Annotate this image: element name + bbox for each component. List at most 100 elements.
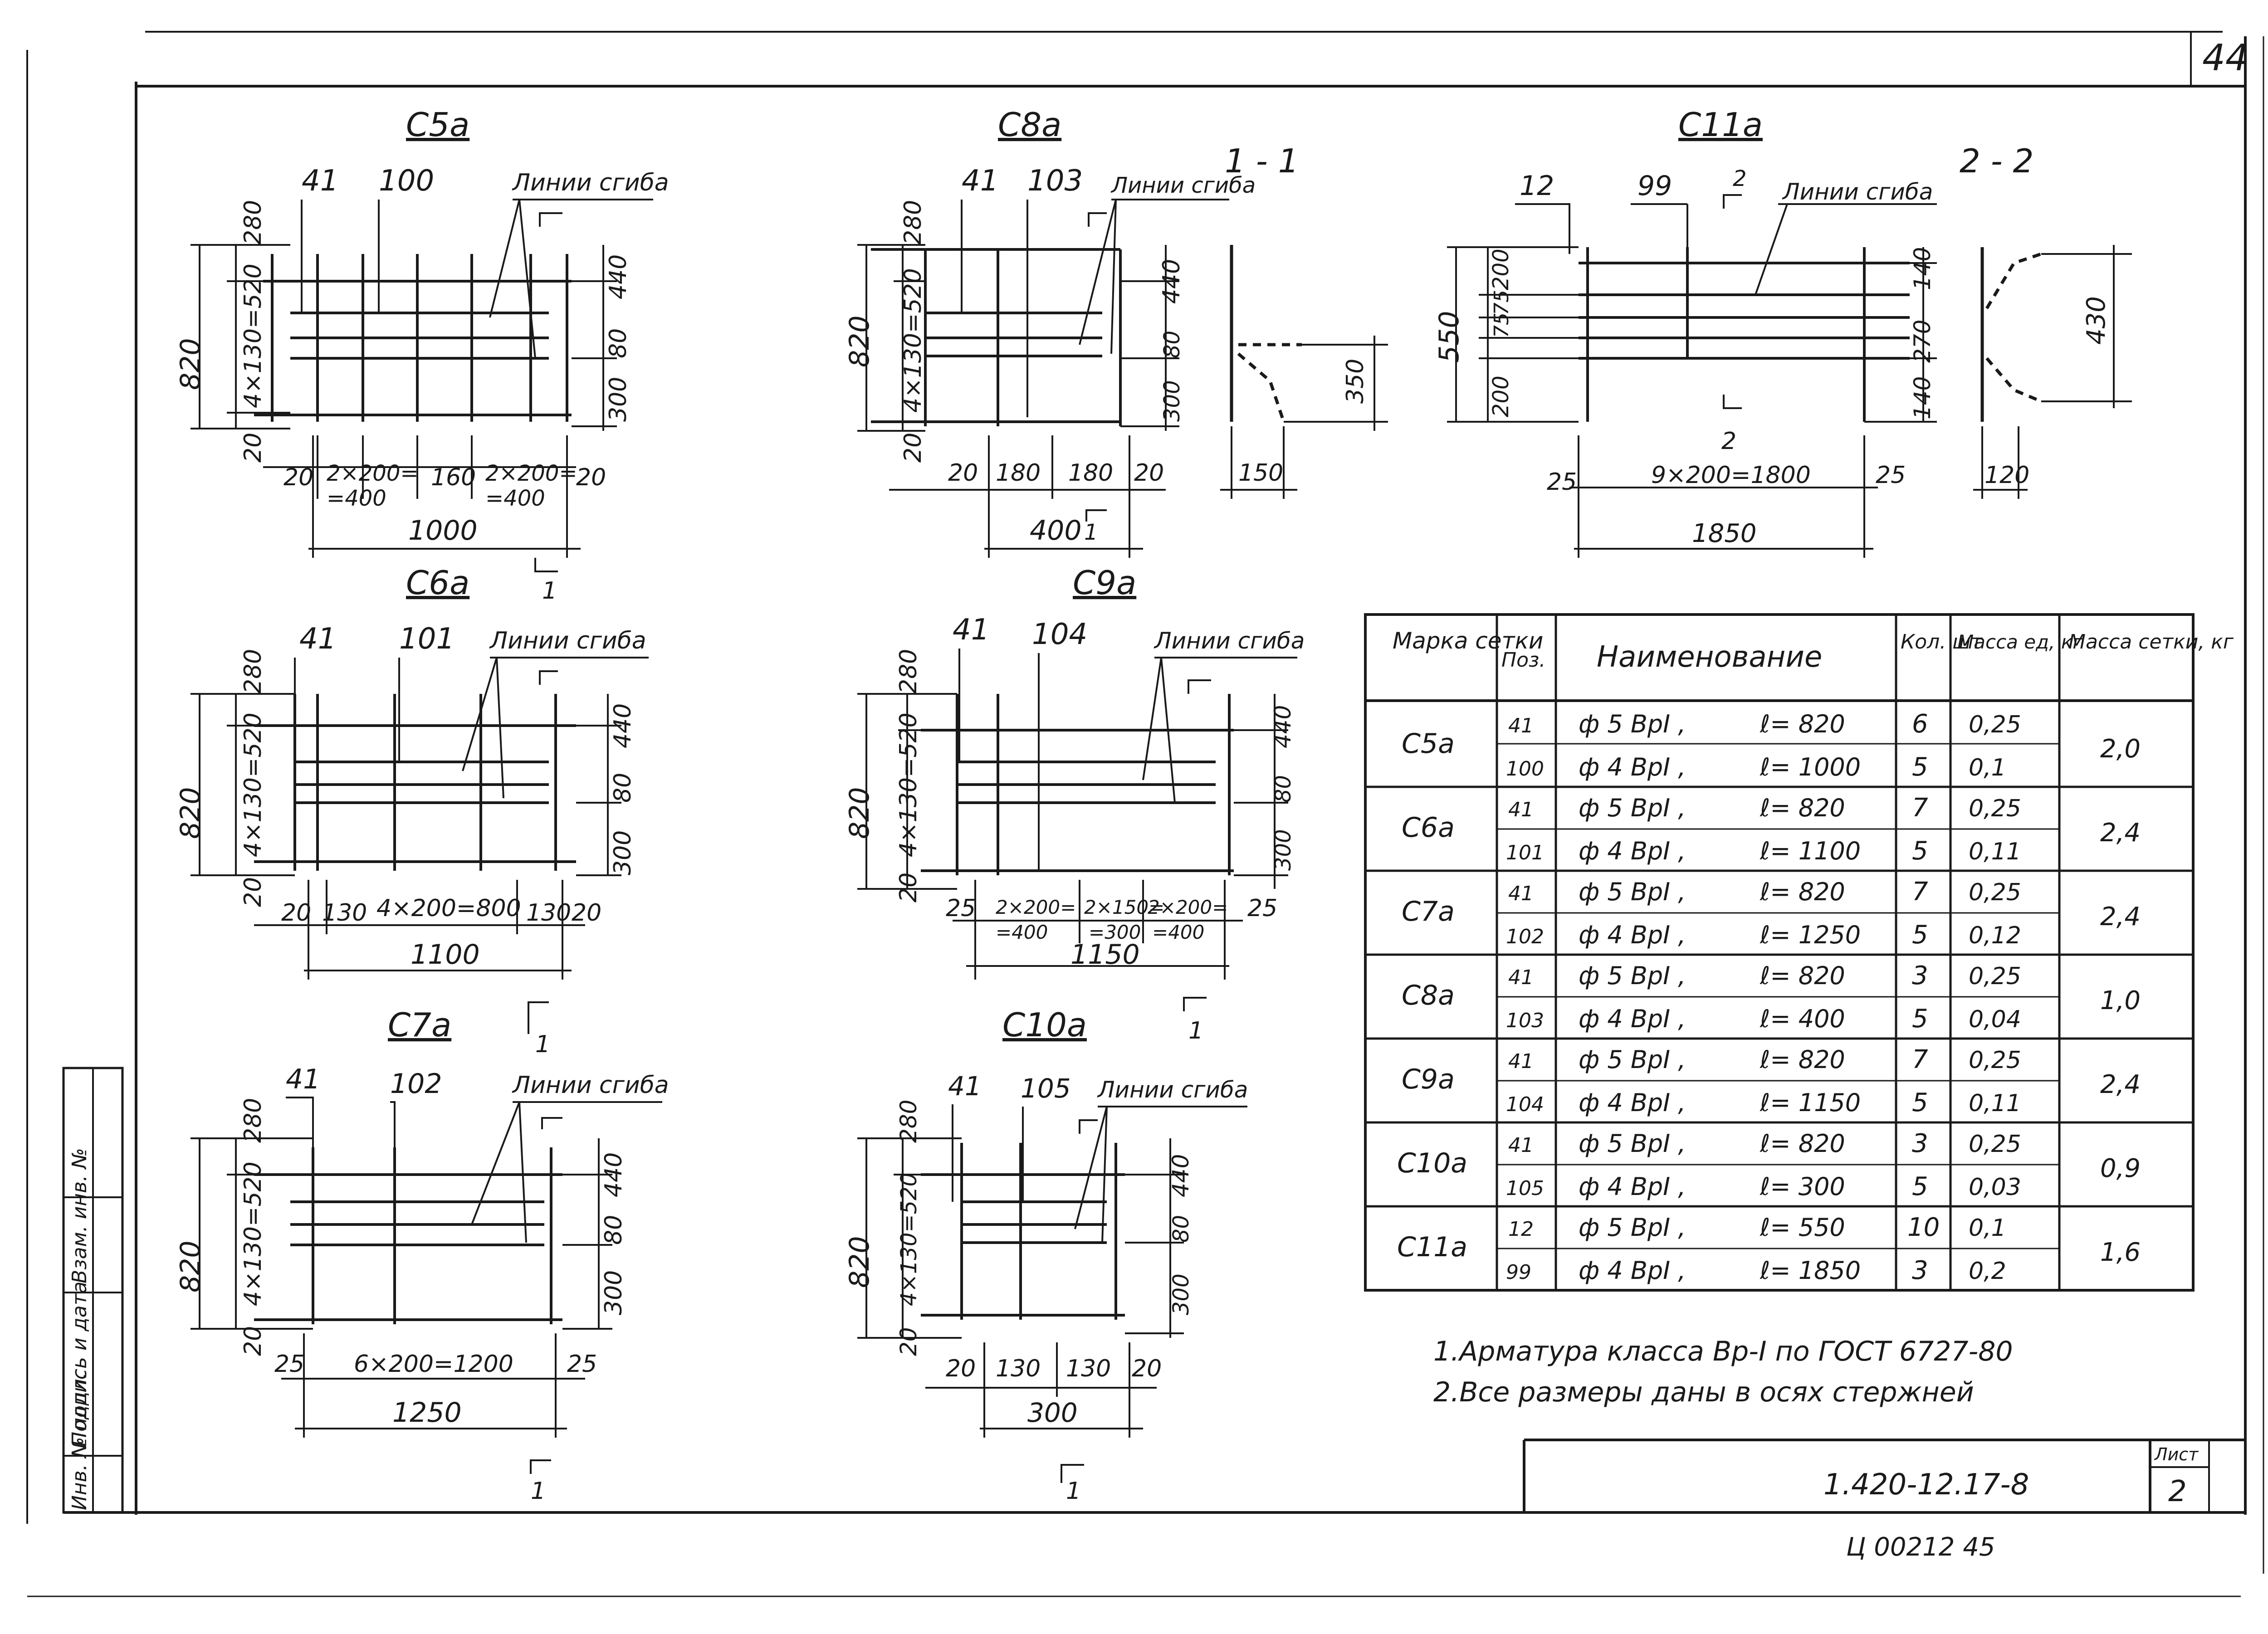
cell-length: ℓ= 1150 xyxy=(1760,1088,1861,1117)
cell-unit-mass: 0,1 xyxy=(1969,754,2006,781)
cell-name: ф 4 ВрI , xyxy=(1579,753,1686,781)
dim-right-2: 270 xyxy=(1909,320,1936,363)
dim-top: 280 xyxy=(895,1100,922,1143)
dim-x: 20 xyxy=(1134,459,1164,487)
side-stamp: Инв. № подл. Подпись и дата Взам. инв. № xyxy=(62,1067,124,1514)
dim-x: 25 xyxy=(1876,462,1906,489)
specification-table: Марка сетки Поз. Наименование Кол. шт Ма… xyxy=(1364,613,2234,1292)
dim-x: =400 xyxy=(1152,921,1204,943)
dim-x: 130 xyxy=(526,899,571,927)
note-1: 1.Арматура класса Вр-I по ГОСТ 6727-80 xyxy=(1433,1336,2013,1367)
cut-mark: 1 xyxy=(1066,1478,1081,1505)
cell-mark: С11а xyxy=(1397,1231,1467,1263)
dim-x: =300 xyxy=(1089,921,1141,943)
dim-x: 20 xyxy=(281,899,311,927)
cut-mark: 2 xyxy=(1721,428,1736,455)
dim-top: 280 xyxy=(240,200,267,245)
dim-bottom: 20 xyxy=(240,433,267,463)
mesh-c6a: С6а 41 101 Линии сгиба xyxy=(175,564,649,1058)
section-2-2: 2 - 2 430 120 xyxy=(1960,142,2132,499)
cell-qty: 7 xyxy=(1912,793,1928,823)
mesh-length: 1250 xyxy=(392,1397,462,1429)
dim-total: 820 xyxy=(844,315,875,367)
table-group: С7а 2,4 41 ф 5 ВрI , ℓ= 820 7 0,25 102 ф… xyxy=(1402,877,2141,950)
dim-left: 200 xyxy=(1488,376,1514,417)
dim-right-2: 80 xyxy=(1159,331,1185,358)
position-label: 104 xyxy=(1032,618,1087,651)
dim-left: 200 xyxy=(1488,249,1514,290)
cell-unit-mass: 0,2 xyxy=(1969,1258,2006,1285)
dim-total: 550 xyxy=(1433,311,1465,363)
mesh-length: 300 xyxy=(1027,1397,1078,1428)
cell-name: ф 4 ВрI , xyxy=(1579,1256,1686,1285)
stamp-sign-label: Подпись и дата xyxy=(68,1282,91,1447)
dim-x: 20 xyxy=(576,464,606,491)
position-label: 41 xyxy=(962,164,998,198)
cell-name: ф 5 ВрI , xyxy=(1579,1129,1686,1158)
dim-right-1: 440 xyxy=(605,254,632,299)
cell-unit-mass: 0,25 xyxy=(1969,1047,2021,1074)
cell-name: ф 5 ВрI , xyxy=(1579,1213,1686,1242)
cell-unit-mass: 0,25 xyxy=(1969,1131,2021,1158)
note-2: 2.Все размеры даны в осях стержней xyxy=(1433,1376,1974,1408)
cell-pos: 99 xyxy=(1506,1261,1531,1284)
bend-lines-label: Линии сгиба xyxy=(512,1072,669,1099)
cell-pos: 103 xyxy=(1506,1009,1544,1032)
cut-mark: 1 xyxy=(1188,1017,1203,1044)
cell-mark: С7а xyxy=(1402,896,1455,927)
cell-unit-mass: 0,11 xyxy=(1969,1090,2021,1117)
dim-right-3: 300 xyxy=(1271,829,1296,871)
mesh-title: С10а xyxy=(1002,1006,1087,1044)
cut-mark: 1 xyxy=(542,577,557,605)
cell-name: ф 4 ВрI , xyxy=(1579,921,1686,949)
dim-x: 180 xyxy=(996,459,1041,487)
section-title: 2 - 2 xyxy=(1960,142,2033,180)
dim-x: 2×200= xyxy=(485,461,577,486)
position-label: 103 xyxy=(1027,164,1083,198)
cell-qty: 5 xyxy=(1912,1088,1928,1117)
stamp-replace-label: Взам. инв. № xyxy=(68,1148,91,1283)
dim-x: 25 xyxy=(1247,895,1277,922)
dim-top: 280 xyxy=(899,200,927,245)
cell-mark: С6а xyxy=(1402,812,1455,844)
position-label: 41 xyxy=(302,164,338,198)
mesh-title: С6а xyxy=(406,564,469,602)
cell-pos: 41 xyxy=(1508,966,1534,989)
dim-right-2: 80 xyxy=(1271,775,1296,803)
mesh-title: С11а xyxy=(1678,106,1763,144)
dim-total: 820 xyxy=(175,338,206,390)
dim-total: 820 xyxy=(175,1240,206,1293)
bend-lines-label: Линии сгиба xyxy=(489,627,646,654)
dim-x: 20 xyxy=(572,899,601,927)
dim-x: 130 xyxy=(996,1355,1041,1382)
cell-mesh-mass: 1,6 xyxy=(2100,1238,2141,1267)
dim-right-3: 300 xyxy=(1168,1273,1194,1315)
section-title: 1 - 1 xyxy=(1225,142,1299,180)
dim-x: 20 xyxy=(948,459,978,487)
dim-top: 280 xyxy=(240,649,267,694)
sheet-number-top: 44 xyxy=(2202,37,2248,79)
header-qty: Кол. шт xyxy=(1901,630,1983,654)
cell-length: ℓ= 300 xyxy=(1760,1172,1845,1201)
table-group: С9а 2,4 41 ф 5 ВрI , ℓ= 820 7 0,25 104 ф… xyxy=(1402,1045,2141,1117)
mesh-c9a: С9а 41 104 Линии сгиба xyxy=(844,564,1305,1044)
dim-x: 25 xyxy=(274,1351,304,1378)
dim-x: 130 xyxy=(322,899,367,927)
dim-right-2: 80 xyxy=(1168,1215,1194,1243)
cell-qty: 7 xyxy=(1912,877,1928,907)
position-label: 41 xyxy=(953,613,989,647)
dim-x: =400 xyxy=(996,921,1048,943)
cut-mark: 1 xyxy=(1084,520,1098,545)
position-label: 100 xyxy=(379,164,434,198)
dim-right-1: 440 xyxy=(600,1152,627,1197)
dim-right-2: 80 xyxy=(609,773,636,803)
dim-x: 20 xyxy=(946,1355,976,1382)
cell-pos: 41 xyxy=(1508,882,1534,905)
sheet-label: Лист xyxy=(2154,1444,2199,1464)
cell-qty: 5 xyxy=(1912,836,1928,866)
position-label: 102 xyxy=(390,1068,442,1100)
cell-mark: С8а xyxy=(1402,980,1455,1011)
cell-qty: 3 xyxy=(1912,1129,1928,1158)
bend-lines-label: Линии сгиба xyxy=(1782,179,1933,205)
